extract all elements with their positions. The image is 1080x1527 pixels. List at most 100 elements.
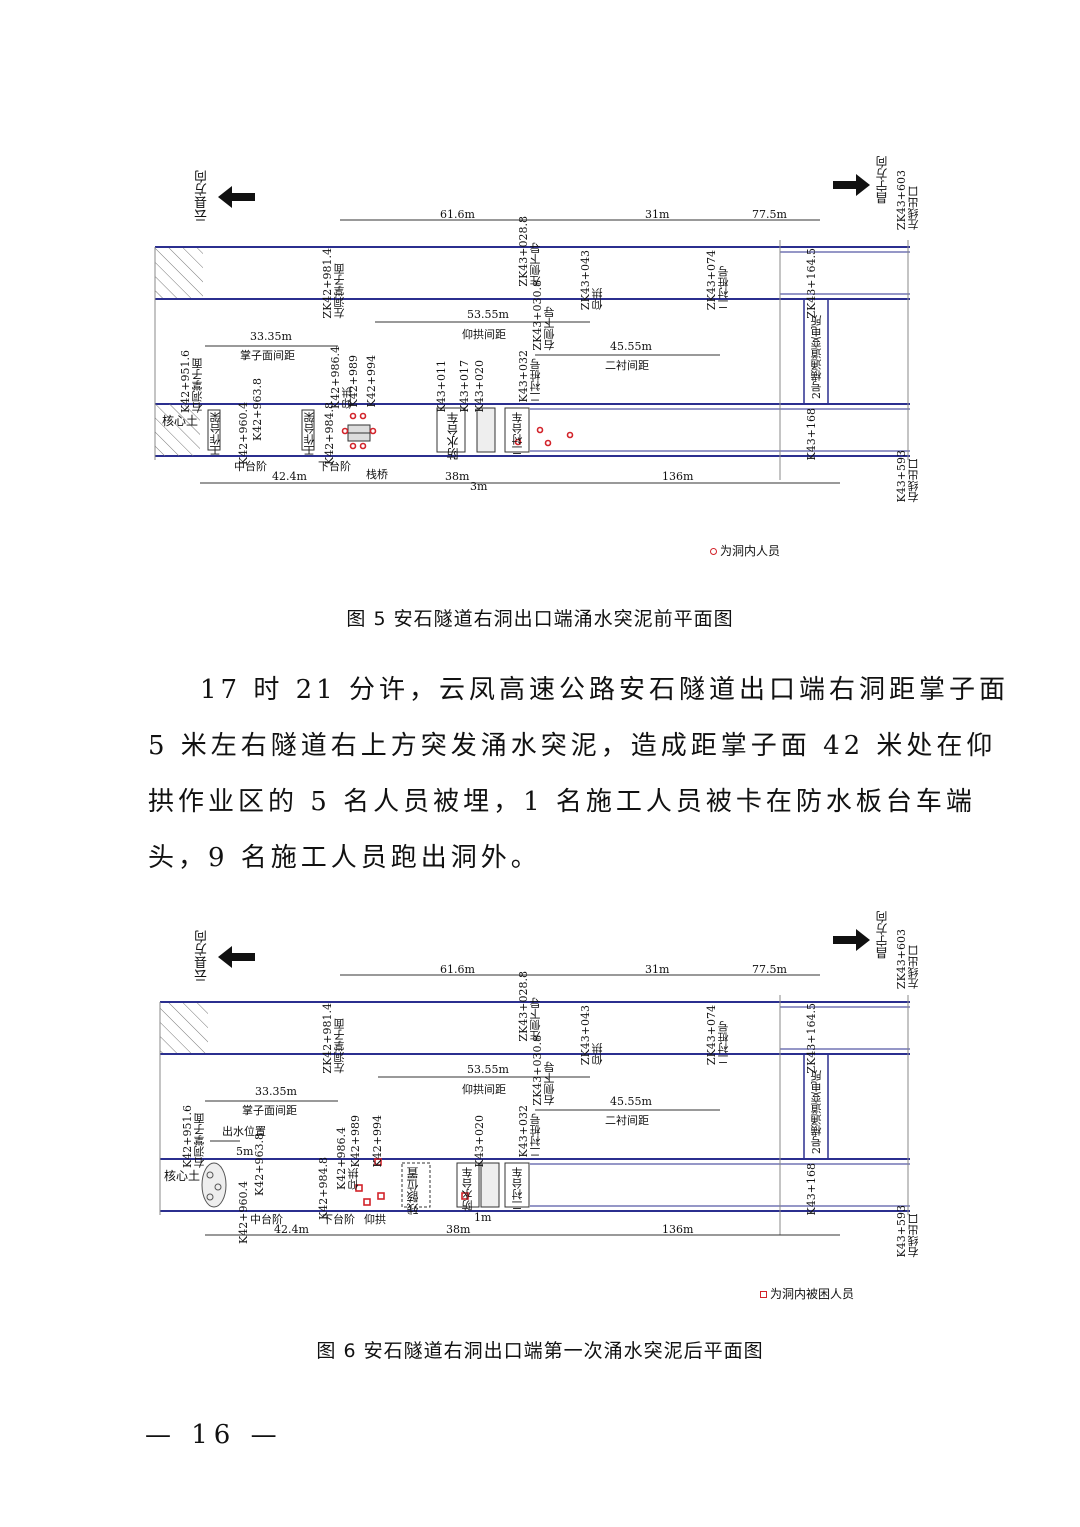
- lining-gap-label: 二衬间距: [605, 1114, 649, 1127]
- direction-label-right: 昌宁方向: [875, 156, 889, 204]
- page-number: — 16 —: [145, 1420, 283, 1450]
- lining-trolley: 二衬台车: [511, 1167, 524, 1211]
- low-bench-label: 下台阶: [318, 460, 351, 473]
- dim-38: 38m: [446, 1223, 471, 1236]
- paragraph-line-1: 17 时 21 分许，云凤高速公路安石隧道出口端右洞距掌子面: [200, 675, 1009, 705]
- waterproof-trolley: 防水台车: [461, 1167, 474, 1211]
- dim-42-4: 42.4m: [274, 1223, 309, 1236]
- figure-5-svg: [154, 174, 910, 484]
- invert-gap-label: 仰拱间距: [462, 1083, 506, 1096]
- lining-trolley: 二衬台车: [511, 412, 524, 456]
- substation-label: 2号横通道变电所: [810, 315, 823, 399]
- dim-45-55: 45.55m: [610, 340, 652, 353]
- dim-53-55: 53.55m: [467, 1063, 509, 1076]
- dim-31: 31m: [645, 963, 670, 976]
- k-label-4: K42+984.8: [323, 402, 336, 465]
- red-square-icon: [760, 1291, 767, 1298]
- substation-label: 2号横通道变电所: [810, 1070, 823, 1154]
- water-position-label: 出水位置: [222, 1125, 266, 1138]
- dim-77-5: 77.5m: [752, 963, 787, 976]
- trapped-personnel-markers: [355, 1158, 469, 1206]
- k-label-6: K42+989: [349, 1115, 362, 1168]
- arrow-right-icon: [833, 929, 870, 951]
- work-platform-1: 工作台架: [209, 412, 222, 456]
- mid-bench-label: 中台阶: [250, 1213, 283, 1226]
- low-bench-label: 下台阶: [322, 1213, 355, 1226]
- dim-61-6: 61.6m: [440, 208, 475, 221]
- k-label-8: K43+011: [435, 360, 448, 413]
- dim-33-35: 33.35m: [255, 1085, 297, 1098]
- k-label-7: K42+994: [371, 1115, 384, 1168]
- figure-6-svg: [159, 929, 910, 1236]
- face-gap-label: 掌子面间距: [240, 349, 295, 362]
- dim-61-6: 61.6m: [440, 963, 475, 976]
- k-label-12: K43+168: [805, 1163, 818, 1216]
- k-label-6: K42+989: [347, 355, 360, 408]
- debris-icon: [201, 1162, 227, 1208]
- wreck-position-label: 残骸位置: [406, 1167, 420, 1215]
- invert-gap-label: 仰拱间距: [462, 328, 506, 341]
- legend-trapped: 为洞内被困人员: [760, 1285, 854, 1302]
- k-label-10: K43+020: [473, 1115, 486, 1168]
- core-soil-label: 核心土: [164, 1169, 201, 1183]
- unexcavated-area-left: [155, 247, 203, 299]
- face-gap-label: 掌子面间距: [242, 1104, 297, 1117]
- k-label-9: K43+017: [458, 360, 471, 413]
- zk-label-6: ZK43+164.5: [805, 1003, 818, 1074]
- invert-label: 仰拱: [364, 1213, 386, 1226]
- body-paragraph: 17 时 21 分许，云凤高速公路安石隧道出口端右洞距掌子面 5 米左右隧道右上…: [148, 662, 1009, 886]
- k-label-3: K42+960.4: [237, 402, 250, 465]
- dim-33-35: 33.35m: [250, 330, 292, 343]
- figure-5-caption: 图 5 安石隧道右洞出口端涌水突泥前平面图: [346, 608, 734, 630]
- zk-label-6: ZK43+164.5: [805, 248, 818, 319]
- arrow-right-icon: [833, 174, 870, 196]
- waterproof-trolley: 防水台车: [446, 412, 460, 460]
- direction-label-left: 云县方向: [195, 170, 210, 222]
- arrow-left-icon: [218, 186, 255, 208]
- dim-5: 5m: [236, 1145, 254, 1158]
- k-label-10: K43+020: [473, 360, 486, 413]
- k-label-3: K42+960.4: [237, 1181, 250, 1244]
- dim-136: 136m: [662, 1223, 694, 1236]
- k-label-12: K43+168: [805, 408, 818, 461]
- paragraph-line-3: 拱作业区的 5 名人员被埋，1 名施工人员被卡在防水板台车端: [148, 787, 976, 817]
- k-label-2: K42+963.8: [253, 1133, 266, 1196]
- k-label-2: K42+963.8: [251, 378, 264, 441]
- arrow-left-icon: [218, 946, 255, 968]
- k-label-7: K42+994: [365, 355, 378, 408]
- direction-label-right: 昌宁方向: [875, 911, 889, 959]
- dim-45-55: 45.55m: [610, 1095, 652, 1108]
- dim-3: 3m: [470, 480, 488, 493]
- trestle-label: 栈桥: [366, 468, 388, 481]
- figure-6-caption: 图 6 安石隧道右洞出口端第一次涌水突泥后平面图: [316, 1340, 764, 1362]
- direction-label-left: 云县方向: [195, 930, 210, 982]
- core-soil-label: 核心土: [162, 414, 199, 428]
- dim-42-4: 42.4m: [272, 470, 307, 483]
- dim-31: 31m: [645, 208, 670, 221]
- personnel-markers: [341, 412, 574, 450]
- mid-bench-label: 中台阶: [234, 460, 267, 473]
- red-circle-icon: [710, 548, 717, 555]
- dim-77-5: 77.5m: [752, 208, 787, 221]
- dim-136: 136m: [662, 470, 694, 483]
- work-platform-2: 工作台架: [303, 412, 316, 456]
- legend-personnel: 为洞内人员: [710, 542, 780, 559]
- paragraph-line-2: 5 米左右隧道右上方突发涌水突泥，造成距掌子面 42 米处在仰: [148, 731, 997, 761]
